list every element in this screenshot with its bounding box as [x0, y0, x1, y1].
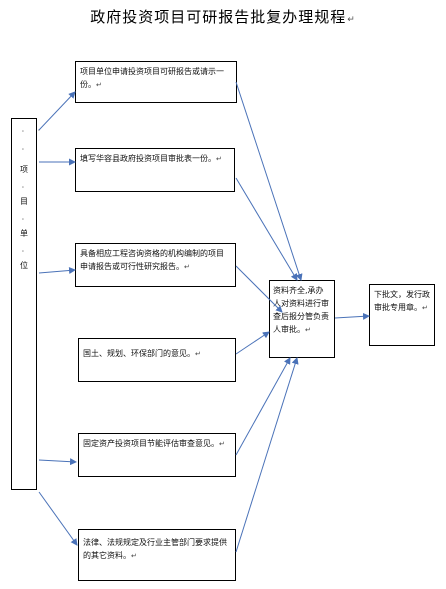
arrow-unit-to-step3 — [38, 267, 76, 274]
unit-char: 位 — [20, 261, 28, 270]
step-text: 国土、规划、环保部门的意见。 — [83, 349, 195, 358]
step-box-4: 国土、规划、环保部门的意见。↵ — [78, 338, 236, 382]
project-unit-box: ˌ ˌ 项 ˌ 目 ˌ 单 ˌ 位 — [11, 118, 37, 490]
paragraph-mark-icon: ↵ — [219, 440, 225, 448]
step-box-2: 填写华容县政府投资项目审批表一份。↵ — [75, 148, 235, 192]
arrow-review-to-approve — [334, 312, 370, 320]
step-text: 法律、法规规定及行业主管部门要求提供的其它资料。 — [83, 538, 227, 560]
paragraph-mark-icon: ↵ — [305, 326, 311, 334]
approve-text: 下批文，发行政审批专用章。 — [374, 290, 430, 312]
tick-mark: ˌ — [22, 245, 24, 253]
step-box-1: 项目单位申请投资项目可研报告或请示一份。↵ — [75, 61, 237, 103]
paragraph-mark-icon: ↵ — [347, 15, 356, 25]
approve-box: 下批文，发行政审批专用章。↵ — [369, 284, 435, 346]
unit-char: 项 — [20, 165, 28, 174]
step-text: 固定资产投资项目节能评估审查意见。 — [83, 439, 219, 448]
step-box-3: 具备相应工程咨询资格的机构编制的项目申请报告或可行性研究报告。↵ — [75, 243, 236, 287]
arrow-step1-to-review — [235, 81, 303, 281]
arrow-unit-to-step6 — [38, 491, 78, 546]
paragraph-mark-icon: ↵ — [131, 552, 137, 560]
tick-mark: ˌ — [22, 213, 24, 221]
paragraph-mark-icon: ↵ — [216, 155, 222, 163]
arrow-step4-to-review — [235, 331, 270, 355]
step-box-6: 法律、法规规定及行业主管部门要求提供的其它资料。↵ — [78, 529, 236, 581]
dash-mark: ˌ — [38, 124, 40, 132]
page-title: 政府投资项目可研报告批复办理规程↵ — [0, 6, 446, 27]
paragraph-mark-icon: ↵ — [422, 304, 428, 312]
step-text: 具备相应工程咨询资格的机构编制的项目申请报告或可行性研究报告。 — [80, 249, 224, 271]
title-text: 政府投资项目可研报告批复办理规程 — [90, 8, 347, 26]
arrow-step6-to-review — [235, 357, 299, 553]
tick-mark: ˌ — [22, 143, 24, 151]
unit-char: 目 — [20, 197, 28, 206]
tick-mark: ˌ — [22, 181, 24, 189]
step-box-5: 固定资产投资项目节能评估审查意见。↵ — [78, 433, 236, 477]
tick-mark: ˌ — [22, 125, 24, 133]
review-text: 资料齐全,承办人对资料进行审查后报分管负责人审批。 — [273, 286, 329, 334]
step-text: 项目单位申请投资项目可研报告或请示一份。 — [80, 67, 224, 89]
arrow-unit-to-step1 — [38, 91, 76, 131]
paragraph-mark-icon: ↵ — [184, 263, 190, 271]
step-text: 填写华容县政府投资项目审批表一份。 — [80, 154, 216, 163]
unit-char: 单 — [20, 229, 28, 238]
paragraph-mark-icon: ↵ — [195, 350, 201, 358]
review-box: 资料齐全,承办人对资料进行审查后报分管负责人审批。↵ — [269, 280, 335, 358]
arrow-unit-to-step5 — [38, 458, 77, 466]
arrow-step5-to-review — [235, 357, 291, 456]
arrow-step2-to-review — [235, 177, 298, 281]
paragraph-mark-icon: ↵ — [96, 81, 102, 89]
